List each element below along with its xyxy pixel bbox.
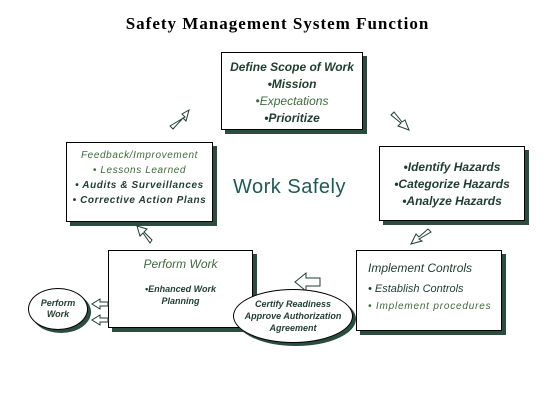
center-label: Work Safely bbox=[233, 176, 346, 198]
define-scope-box: Define Scope of Work •Mission •Expectati… bbox=[221, 52, 363, 130]
feedback-box: Feedback/Improvement • Lessons Learned •… bbox=[66, 142, 213, 222]
perform-ellipse-line2: Work bbox=[46, 309, 70, 319]
perform-heading: Perform Work bbox=[143, 257, 218, 271]
scope-item-mission: •Mission bbox=[267, 77, 317, 91]
controls-heading: Implement Controls bbox=[368, 261, 473, 275]
controls-item-implement: • Implement procedures bbox=[368, 301, 492, 312]
hazards-item-categorize: •Categorize Hazards bbox=[394, 177, 510, 191]
scope-item-expectations: •Expectations bbox=[255, 94, 329, 108]
hazards-item-identify: •Identify Hazards bbox=[403, 160, 501, 174]
implement-controls-box: Implement Controls • Establish Controls … bbox=[356, 250, 502, 331]
hazards-box: •Identify Hazards •Categorize Hazards •A… bbox=[379, 146, 525, 221]
perform-work-ellipse: Perform Work bbox=[28, 288, 88, 330]
certify-line2: Approve Authorization bbox=[244, 311, 342, 321]
diagram-title: Safety Management System Function bbox=[125, 14, 430, 33]
arrow-controls-to-certify bbox=[294, 271, 321, 293]
feedback-heading: Feedback/Improvement bbox=[80, 150, 199, 161]
perform-item-planning: Planning bbox=[161, 296, 200, 306]
scope-heading: Define Scope of Work bbox=[230, 60, 354, 74]
scope-item-prioritize: •Prioritize bbox=[264, 111, 320, 125]
arrow-perform-ellipse-down bbox=[91, 314, 109, 326]
feedback-item-lessons: • Lessons Learned bbox=[92, 165, 187, 176]
perform-work-box: Perform Work •Enhanced Work Planning bbox=[108, 250, 253, 328]
perform-ellipse-line1: Perform bbox=[40, 298, 76, 308]
hazards-item-analyze: •Analyze Hazards bbox=[402, 194, 502, 208]
feedback-item-audits: • Audits & Surveillances bbox=[75, 180, 204, 191]
arrow-feedback-to-scope bbox=[169, 108, 190, 130]
feedback-item-corrective: • Corrective Action Plans bbox=[72, 195, 207, 206]
arrow-perform-ellipse-up bbox=[91, 298, 109, 310]
certify-line3: Agreement bbox=[269, 323, 317, 333]
arrow-scope-to-hazards bbox=[390, 111, 410, 131]
arrow-hazards-to-controls bbox=[410, 228, 432, 245]
arrow-perform-to-feedback bbox=[136, 225, 153, 244]
certify-readiness-ellipse: Certify Readiness Approve Authorization … bbox=[233, 289, 353, 343]
certify-line1: Certify Readiness bbox=[254, 299, 332, 309]
perform-item-enhanced: •Enhanced Work bbox=[145, 284, 216, 294]
controls-item-establish: • Establish Controls bbox=[368, 283, 464, 295]
